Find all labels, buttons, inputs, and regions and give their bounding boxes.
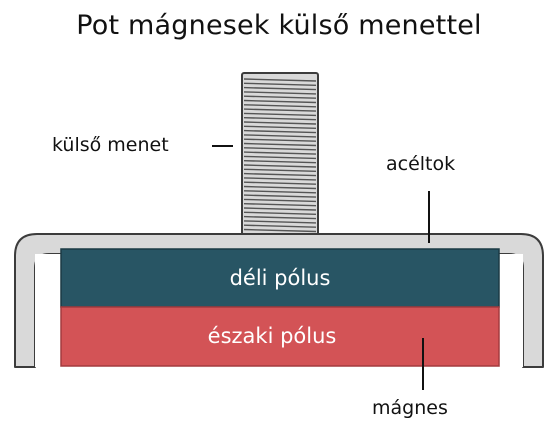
thread-groove [243,125,317,129]
south-pole-block [60,248,500,308]
thread-groove [243,78,317,82]
thread-groove [243,121,317,125]
thread-groove [243,147,317,151]
cup-gap-left [35,254,61,367]
north-pole-block [60,306,500,367]
thread-groove [243,160,317,164]
thread-groove [243,185,317,190]
thread-groove [243,104,317,108]
diagram-title: Pot mágnesek külső menettel [76,10,482,41]
thread-groove [243,194,317,198]
thread-groove [243,198,317,203]
thread-groove [243,181,317,185]
thread-groove [243,215,317,220]
thread-groove [243,91,317,95]
thread-groove [243,203,317,207]
thread-groove [243,108,317,112]
thread-groove [243,86,317,91]
thread-groove [243,207,317,211]
thread-groove [243,224,317,228]
thread-groove [243,151,317,155]
magnet-label: mágnes [372,397,448,419]
thread-groove [243,129,317,134]
thread-groove [243,190,317,194]
thread-groove [243,134,317,138]
thread-groove [243,112,317,117]
thread-groove [243,228,317,233]
thread-label: külső menet [52,134,169,156]
thread-groove [243,172,317,177]
cup-label: acéltok [386,153,456,175]
thread-groove [243,82,317,86]
thread-groove [243,220,317,224]
thread-groove [243,211,317,215]
thread-groove [243,99,317,104]
cup-gap-right [499,254,523,367]
thread-groove [243,117,317,121]
south-pole-label: déli pólus [230,266,331,290]
threaded-stud [241,72,319,236]
thread-groove [243,142,317,147]
thread-groove [243,138,317,142]
thread-groove [243,95,317,99]
thread-groove [243,164,317,168]
north-pole-label: északi pólus [208,324,337,348]
thread-groove [243,155,317,160]
thread-groove [243,168,317,172]
thread-groove [243,177,317,181]
